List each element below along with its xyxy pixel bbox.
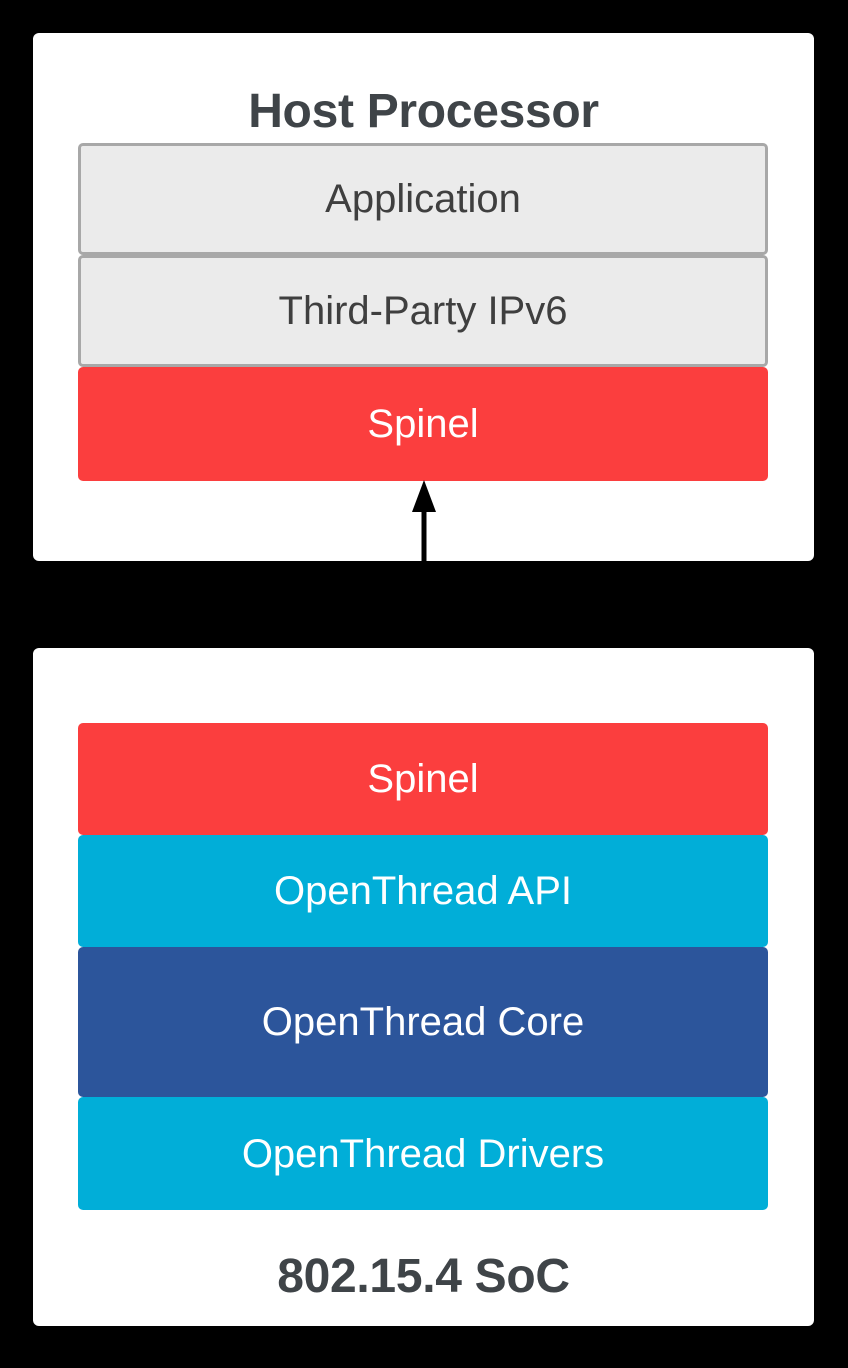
layer-openthread-drivers[interactable]: OpenThread Drivers (78, 1097, 768, 1210)
layer-spinel-soc-label: Spinel (367, 757, 479, 801)
soc-title: 802.15.4 SoC (277, 1250, 570, 1303)
layer-third-party-ipv6-label: Third-Party IPv6 (278, 289, 568, 333)
layer-application[interactable]: Application (78, 143, 768, 255)
layer-openthread-api-label: OpenThread API (274, 869, 572, 913)
host-processor-title: Host Processor (248, 85, 599, 138)
soc-card: Spinel OpenThread API OpenThread Core Op… (33, 648, 814, 1326)
layer-spinel-host-label: Spinel (367, 402, 479, 446)
layer-spinel-soc[interactable]: Spinel (78, 723, 768, 835)
layer-openthread-drivers-label: OpenThread Drivers (241, 1131, 605, 1176)
layer-openthread-api[interactable]: OpenThread API (78, 835, 768, 947)
layer-third-party-ipv6[interactable]: Third-Party IPv6 (78, 255, 768, 367)
layer-application-label: Application (325, 177, 521, 221)
layer-openthread-core-label: OpenThread Core (261, 1000, 585, 1044)
host-processor-card: Host Processor Application Third-Party I… (33, 33, 814, 561)
layer-openthread-core[interactable]: OpenThread Core (78, 947, 768, 1097)
layer-spinel-host[interactable]: Spinel (78, 367, 768, 481)
